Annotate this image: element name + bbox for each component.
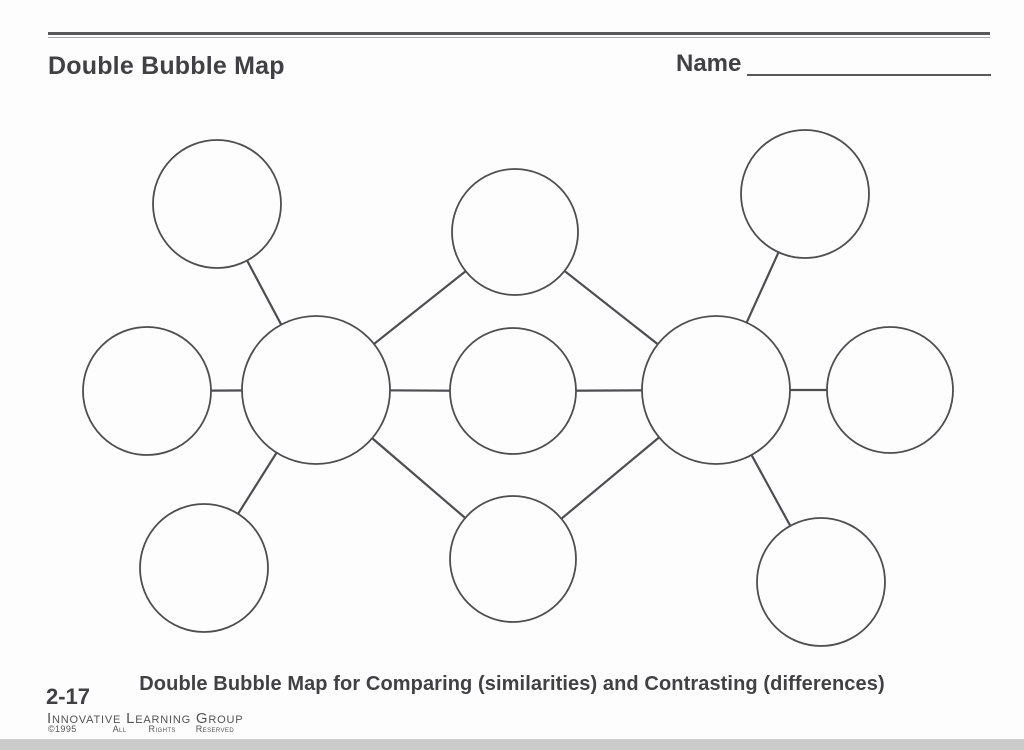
- bubble-right-outer: [826, 326, 954, 454]
- header-rule: [48, 32, 990, 38]
- bubble-bottom-right: [756, 517, 886, 647]
- bubble-left-outer: [82, 326, 212, 456]
- copyright-word-reserved: Reserved: [195, 724, 235, 734]
- name-blank-line: [747, 52, 992, 76]
- copyright-word-all: All: [112, 724, 127, 734]
- copyright-line: ©1995 All Rights Reserved: [48, 724, 234, 734]
- bubble-bottom-left: [139, 503, 269, 633]
- page-title: Double Bubble Map: [48, 52, 285, 80]
- bubble-top-middle: [451, 168, 579, 296]
- page-number: 2-17: [46, 684, 91, 709]
- bubble-bottom-middle: [449, 495, 577, 623]
- bubble-center-middle: [449, 327, 577, 455]
- bubble-left-hub: [241, 315, 391, 465]
- copyright-year: ©1995: [48, 724, 77, 734]
- name-field: Name: [676, 50, 992, 77]
- name-label: Name: [676, 50, 742, 77]
- bubble-right-hub: [641, 315, 791, 465]
- publisher-name: Innovative Learning Group: [47, 710, 244, 727]
- copyright-word-rights: Rights: [148, 724, 176, 734]
- scan-bottom-bar: [0, 739, 1024, 750]
- bubble-top-left: [152, 139, 282, 269]
- bubble-top-right: [740, 129, 870, 259]
- worksheet-caption: Double Bubble Map for Comparing (similar…: [139, 673, 885, 695]
